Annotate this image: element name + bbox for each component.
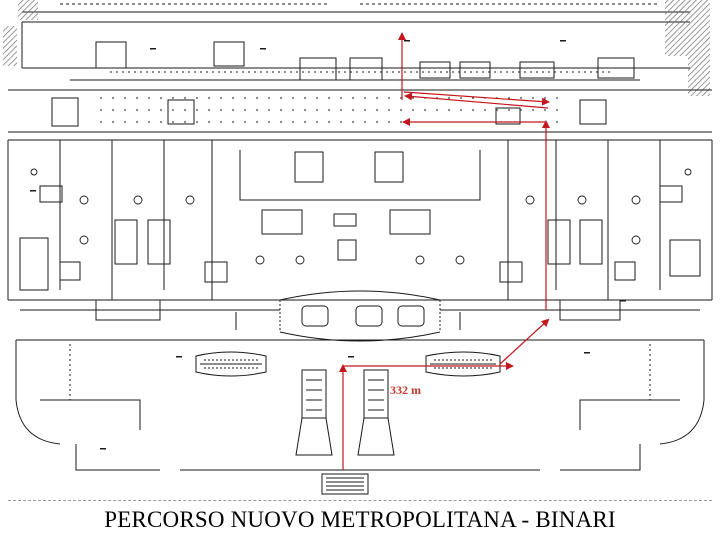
route-segment-return-top bbox=[403, 91, 550, 106]
entrance-stairs bbox=[295, 369, 395, 495]
platform-area bbox=[21, 3, 690, 81]
caption-separator bbox=[8, 500, 712, 501]
route-path bbox=[339, 32, 550, 470]
station-floor-plan: 332 m bbox=[3, 0, 713, 495]
escalators bbox=[195, 351, 501, 377]
columns bbox=[30, 168, 692, 265]
plan-dots bbox=[30, 40, 626, 450]
concourse bbox=[8, 89, 712, 133]
distance-label: 332 m bbox=[390, 383, 421, 397]
map-title: PERCORSO NUOVO METROPOLITANA - BINARI bbox=[104, 507, 616, 532]
route-segment-diagonal bbox=[499, 318, 550, 365]
hatched-walls bbox=[3, 0, 710, 96]
central-gallery bbox=[279, 290, 441, 342]
building-walls bbox=[7, 139, 713, 330]
lower-atrium bbox=[15, 339, 705, 471]
route-segment-cross bbox=[404, 92, 549, 109]
